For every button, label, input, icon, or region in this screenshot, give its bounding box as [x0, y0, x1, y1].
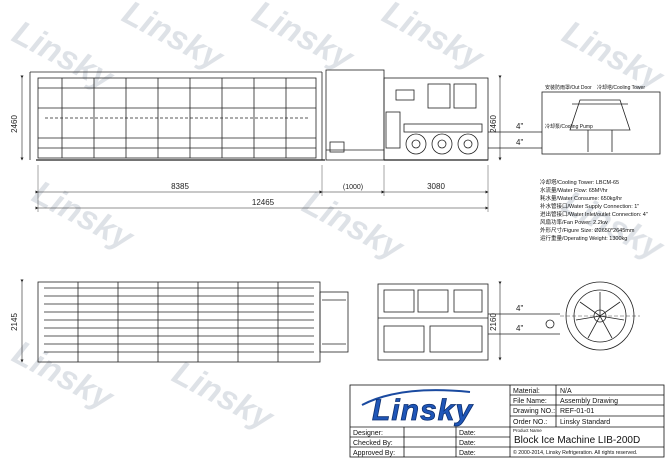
watermark-text: Linsky [26, 174, 141, 259]
plan-width-dimension: 2145 [10, 313, 19, 331]
height-dimension: 2460 [10, 115, 19, 133]
order-no-label: Order NO.: [513, 419, 547, 426]
title-block [349, 384, 665, 458]
air-outlet-label: 安装防雨罩/Out Door [545, 84, 592, 91]
order-no-value: Linsky Standard [560, 419, 610, 426]
date-label: Date: [459, 450, 476, 457]
cooling-pump-label: 冷却泵/Cooling Pump [545, 123, 593, 130]
watermark-text: Linsky [296, 184, 411, 269]
material-label: Material: [513, 388, 540, 395]
spec-line: 补水管接口/Water Supply Connection: 1" [540, 202, 639, 210]
date-label: Date: [459, 430, 476, 437]
length-right-dimension: 3080 [427, 182, 445, 191]
length-left-dimension: 8385 [171, 182, 189, 191]
watermark-text: Linsky [246, 0, 361, 79]
designer-label: Designer: [353, 430, 383, 437]
plan-pipe-size-lower: 4" [516, 324, 523, 333]
date-label: Date: [459, 440, 476, 447]
spec-list: 冷却塔/Cooling Tower: LBCM-65 水流量/Water Flo… [540, 178, 648, 242]
watermark-text: Linsky [166, 354, 281, 439]
watermark-text: Linsky [6, 14, 121, 99]
approved-by-label: Approved By: [353, 450, 395, 457]
plan-width-dimension-right: 2160 [489, 313, 498, 331]
elevation-view [20, 69, 661, 212]
file-name-label: File Name: [513, 398, 547, 405]
checked-by-label: Checked By: [353, 440, 393, 447]
spec-line: 冷却塔/Cooling Tower: LBCM-65 [540, 178, 619, 186]
logo-text: Linsky [372, 394, 473, 427]
plan-pipe-size-upper: 4" [516, 304, 523, 313]
height-dimension-right: 2460 [489, 115, 498, 133]
pipe-size-upper: 4" [516, 122, 523, 131]
material-value: N/A [560, 388, 572, 395]
spec-line: 风扇功率/Fan Power: 2.2kw [540, 218, 608, 226]
watermark-text: Linsky [116, 0, 231, 79]
file-name-value: Assembly Drawing [560, 398, 618, 405]
product-name-label: Product Name [513, 428, 542, 433]
spec-line: 外形尺寸/Figure Size: Ø2650*2645mm [540, 226, 635, 234]
plan-view [20, 279, 640, 363]
copyright-text: © 2000-2014, Linsky Refrigeration. All r… [513, 449, 637, 456]
cooling-tower-label: 冷却塔/Cooling Tower [597, 84, 645, 91]
spec-line: 运行重量/Operating Weight: 1300kg [540, 234, 627, 242]
spec-line: 耗水量/Water Consume: 650kg/hr [540, 194, 622, 202]
pipe-size-lower: 4" [516, 138, 523, 147]
watermark-text: Linsky [6, 334, 121, 419]
watermark-text: Linsky [376, 0, 491, 79]
spec-line: 进出管接口/Water Inlet/outlet Connection: 4" [540, 210, 648, 218]
drawing-no-label: Drawing NO.: [513, 408, 555, 415]
total-length-dimension: 12465 [252, 198, 275, 207]
spec-line: 水流量/Water Flow: 65M³/hr [540, 186, 608, 194]
linsky-logo: Linsky [361, 389, 473, 427]
product-name-value: Block Ice Machine LIB-200D [514, 435, 640, 446]
gap-dimension: (1000) [343, 184, 363, 191]
drawing-no-value: REF-01-01 [560, 408, 594, 415]
